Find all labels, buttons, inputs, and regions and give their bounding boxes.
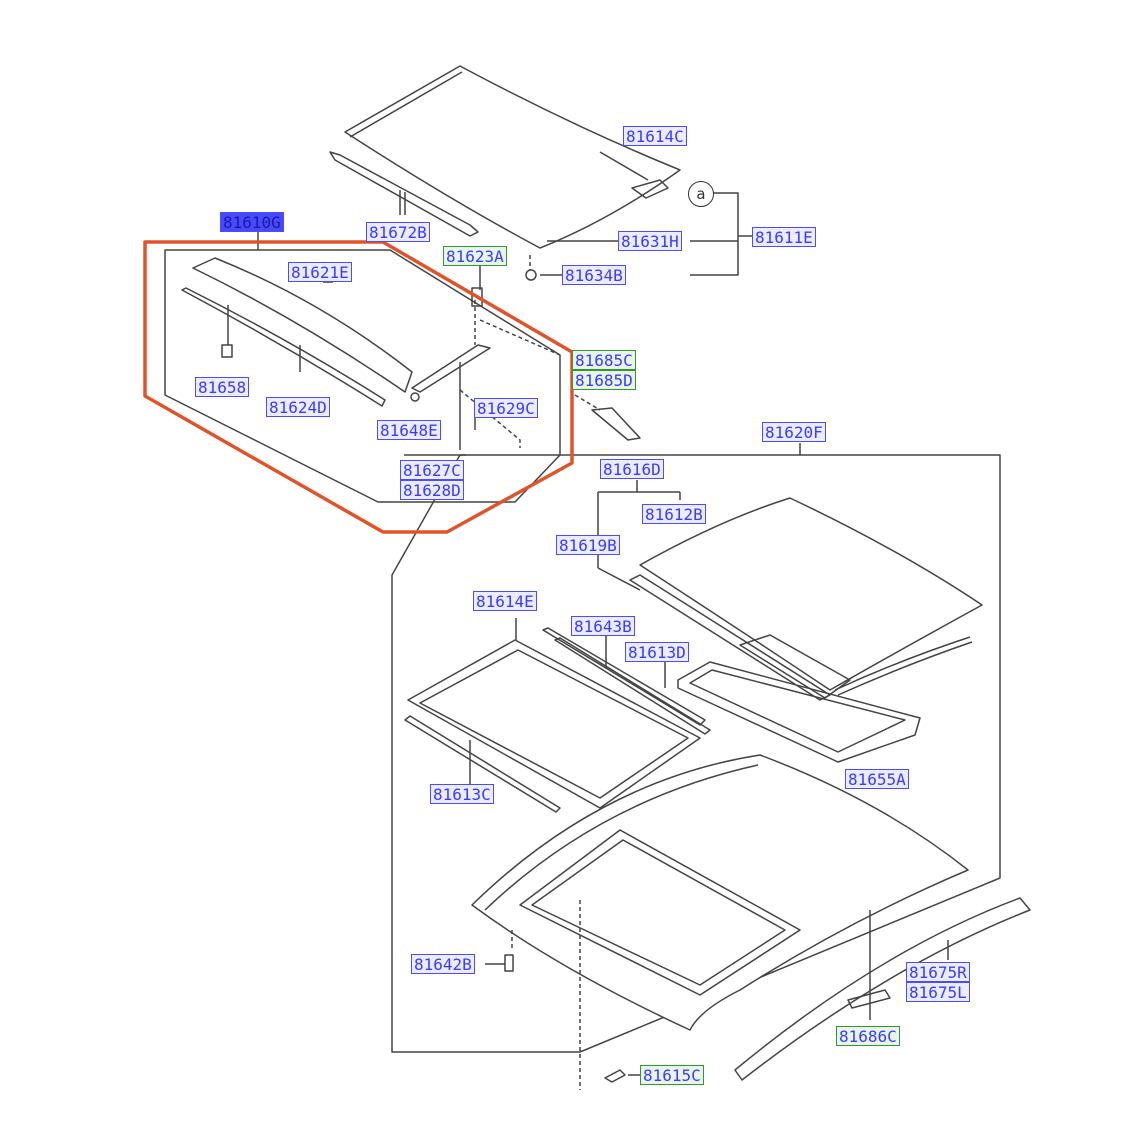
weatherstrip — [407, 639, 701, 809]
roof-molding — [734, 897, 1031, 1081]
screw-part — [604, 1069, 626, 1083]
bracket-part — [591, 407, 641, 441]
part-label-81612B[interactable]: 81612B — [642, 504, 706, 524]
part-label-81631H[interactable]: 81631H — [618, 231, 682, 251]
side-strip-left — [404, 715, 561, 813]
part-label-81628D[interactable]: 81628D — [400, 480, 464, 500]
part-label-81643B[interactable]: 81643B — [571, 616, 635, 636]
part-label-81685C[interactable]: 81685C — [572, 350, 636, 370]
top-panel-rail — [329, 151, 479, 237]
part-label-81686C[interactable]: 81686C — [836, 1026, 900, 1046]
annotation-a: a — [688, 181, 714, 207]
part-label-81619B[interactable]: 81619B — [556, 535, 620, 555]
part-label-81675R[interactable]: 81675R — [906, 962, 970, 982]
sunroof-glass — [639, 497, 983, 691]
side-strip-right — [542, 627, 706, 726]
part-label-81611E[interactable]: 81611E — [752, 227, 816, 247]
part-label-81627C[interactable]: 81627C — [400, 460, 464, 480]
part-label-81675L[interactable]: 81675L — [906, 982, 970, 1002]
sunroof-frame — [677, 661, 921, 763]
part-label-81672B[interactable]: 81672B — [366, 222, 430, 242]
roof-assembly-box — [391, 454, 1001, 1053]
part-label-81624D[interactable]: 81624D — [266, 397, 330, 417]
part-label-81614E[interactable]: 81614E — [473, 591, 537, 611]
sunshade-panel — [192, 257, 413, 393]
highlight-outline — [143, 240, 574, 534]
sunshade-group-box — [164, 249, 561, 503]
roof-pad — [847, 989, 891, 1009]
roof-opening — [519, 829, 801, 996]
top-glass-panel — [344, 65, 681, 249]
clip-part — [631, 179, 669, 199]
part-label-81621E[interactable]: 81621E — [288, 262, 352, 282]
part-label-81613D[interactable]: 81613D — [625, 642, 689, 662]
part-label-81658[interactable]: 81658 — [195, 377, 250, 397]
part-label-81655A[interactable]: 81655A — [845, 769, 909, 789]
part-label-81685D[interactable]: 81685D — [572, 370, 636, 390]
part-label-81610G[interactable]: 81610G — [220, 212, 284, 232]
roof-panel — [471, 754, 969, 1031]
part-label-81620F[interactable]: 81620F — [762, 422, 826, 442]
part-label-81616D[interactable]: 81616D — [600, 459, 664, 479]
part-label-81629C[interactable]: 81629C — [474, 398, 538, 418]
part-label-81623A[interactable]: 81623A — [443, 246, 507, 266]
part-label-81634B[interactable]: 81634B — [562, 265, 626, 285]
part-label-81615C[interactable]: 81615C — [640, 1065, 704, 1085]
sunshade-rail — [181, 287, 386, 407]
part-label-81613C[interactable]: 81613C — [430, 784, 494, 804]
guide-rail — [411, 344, 491, 393]
part-label-81614C[interactable]: 81614C — [623, 126, 687, 146]
part-label-81642B[interactable]: 81642B — [411, 954, 475, 974]
glass-seal — [739, 634, 851, 699]
part-label-81648E[interactable]: 81648E — [377, 420, 441, 440]
